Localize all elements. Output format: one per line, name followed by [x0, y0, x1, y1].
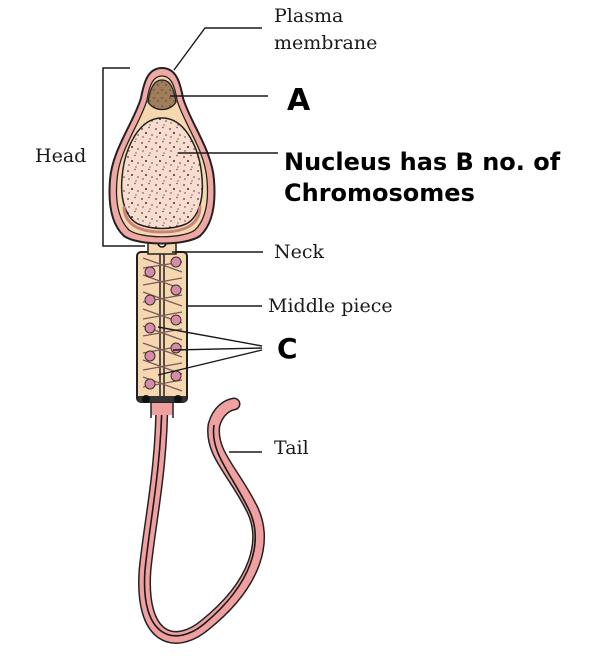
- middle-piece: [136, 251, 188, 403]
- acrosome: [147, 79, 177, 111]
- head: [108, 66, 216, 245]
- neck-label: Neck: [274, 241, 325, 263]
- tail-label: Tail: [274, 437, 309, 459]
- plasma-label-line1: Plasma: [274, 5, 343, 27]
- label-c: C: [277, 332, 298, 365]
- mitochondria: [144, 256, 182, 390]
- leader-lines: [157, 27, 278, 453]
- c-leader-3: [157, 349, 263, 376]
- nucleus-label-line1: Nucleus has B no. of: [284, 148, 561, 176]
- plasma-leader: [173, 27, 262, 71]
- head-label: Head: [35, 145, 86, 167]
- middle-piece-label: Middle piece: [268, 295, 393, 317]
- tail: [138, 388, 266, 644]
- c-leader-2: [172, 347, 263, 351]
- head-bracket: [102, 67, 145, 247]
- nucleus: [120, 117, 204, 230]
- label-a: A: [287, 83, 311, 118]
- nucleus-label-line2: Chromosomes: [284, 179, 475, 207]
- plasma-label-line2: membrane: [274, 32, 377, 54]
- c-leader-1: [157, 326, 263, 347]
